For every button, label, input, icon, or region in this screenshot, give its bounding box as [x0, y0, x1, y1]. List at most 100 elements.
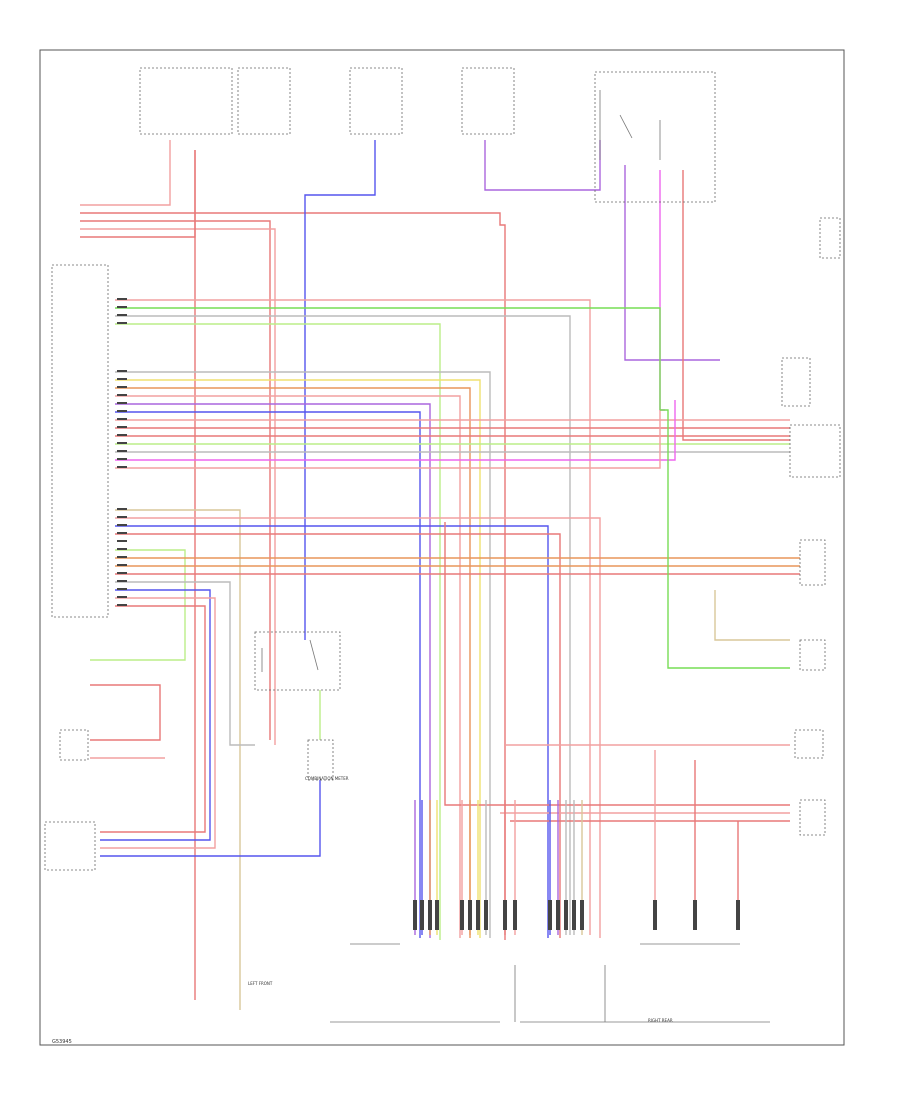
wire-tag	[117, 370, 127, 372]
wire-tag	[428, 900, 432, 930]
right-component-3	[799, 539, 826, 586]
top-component-3	[349, 67, 403, 135]
component-layer	[44, 67, 841, 1023]
wire-10	[682, 170, 790, 441]
wire-7	[484, 140, 601, 191]
wire-tag	[117, 402, 127, 404]
wire-tag	[564, 900, 568, 930]
relay-box	[594, 71, 716, 203]
wire-1	[80, 212, 506, 940]
wire-12	[115, 307, 661, 410]
wire-tag	[476, 900, 480, 930]
wire-31	[115, 533, 561, 938]
component-line	[309, 639, 319, 671]
right-component-6	[799, 799, 826, 836]
left-sensor	[59, 729, 89, 761]
wire-3	[80, 228, 276, 745]
wire-44	[714, 590, 790, 641]
right-component-4	[799, 639, 826, 671]
wire-tag	[117, 434, 127, 436]
wire-29	[115, 517, 601, 938]
wire-0	[80, 140, 171, 206]
right-component-5	[794, 729, 824, 759]
wire-tag	[117, 588, 127, 590]
wire-39	[100, 605, 206, 833]
wire-tag	[117, 466, 127, 468]
wire-tag	[435, 900, 439, 930]
wire-tag	[117, 548, 127, 550]
wire-tag	[117, 596, 127, 598]
wire-tag	[580, 900, 584, 930]
wire-18	[115, 395, 461, 938]
wire-tag	[117, 386, 127, 388]
wire-tag	[420, 900, 424, 930]
wire-tag	[117, 426, 127, 428]
wire-tag	[117, 604, 127, 606]
wire-42	[100, 780, 321, 857]
wire-tag	[117, 532, 127, 534]
wire-30	[115, 525, 549, 938]
wire-tag	[117, 314, 127, 316]
left-front-label: LEFT FRONT	[248, 981, 273, 986]
wire-47	[444, 522, 790, 806]
wire-20	[115, 411, 421, 938]
wire-28	[115, 509, 241, 1010]
wire-tag	[117, 540, 127, 542]
right-component-2	[781, 357, 811, 407]
wire-tag	[736, 900, 740, 930]
wire-tag	[117, 418, 127, 420]
wire-layer	[80, 140, 800, 1010]
wire-tag	[468, 900, 472, 930]
wire-tag	[117, 378, 127, 380]
wire-27	[115, 410, 661, 469]
wire-tag	[572, 900, 576, 930]
top-component-1	[139, 67, 233, 135]
wire-15	[115, 371, 491, 938]
combination-meter-label: COMBINATION METER	[305, 776, 349, 781]
wire-17	[115, 387, 471, 938]
wire-tag	[117, 458, 127, 460]
wire-tag	[117, 322, 127, 324]
wire-tag	[513, 900, 517, 930]
control-module-box	[51, 264, 109, 618]
wire-2	[80, 220, 271, 740]
blower-resistor	[789, 424, 841, 478]
wire-11	[115, 299, 591, 935]
switch-box	[254, 631, 341, 691]
wire-tag	[117, 450, 127, 452]
component-line	[619, 114, 633, 139]
wire-tag	[117, 410, 127, 412]
wire-tag	[117, 580, 127, 582]
top-component-2	[237, 67, 291, 135]
blower-motor	[44, 821, 96, 871]
wire-8	[624, 165, 720, 361]
wire-tag	[556, 900, 560, 930]
wire-tag	[413, 900, 417, 930]
wire-16	[115, 379, 481, 938]
label-layer	[117, 298, 740, 930]
wire-9	[659, 170, 665, 411]
wire-26	[115, 400, 676, 461]
wire-45	[660, 409, 790, 669]
wire-tag	[117, 524, 127, 526]
wire-tag	[117, 442, 127, 444]
wire-tag	[460, 900, 464, 930]
wire-4	[80, 150, 196, 238]
wire-tag	[117, 564, 127, 566]
wire-tag	[503, 900, 507, 930]
wire-tag	[117, 556, 127, 558]
wire-19	[115, 403, 431, 938]
top-component-4	[461, 67, 515, 135]
wire-tag	[117, 516, 127, 518]
wire-13	[115, 315, 571, 935]
wire-tag	[693, 900, 697, 930]
right-rear-label: RIGHT REAR	[648, 1018, 673, 1023]
diagram-border	[39, 49, 845, 1046]
wire-tag	[117, 508, 127, 510]
wire-tag	[548, 900, 552, 930]
wire-36	[115, 581, 255, 746]
wire-6	[304, 140, 376, 640]
wire-tag	[117, 572, 127, 574]
